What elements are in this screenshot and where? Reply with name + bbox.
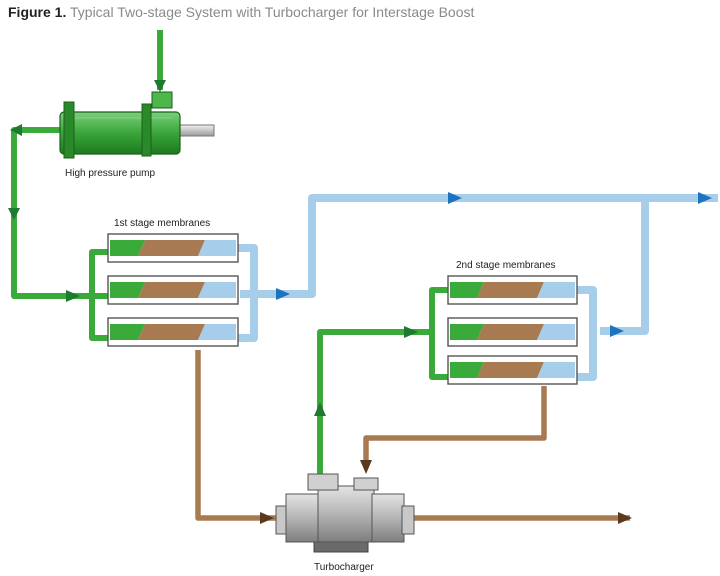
- arrow-feed-left: [10, 124, 22, 136]
- pump-label: High pressure pump: [65, 168, 155, 179]
- membrane-vessel: [447, 355, 578, 385]
- membrane-vessel: [107, 275, 239, 305]
- flow-arrows: [8, 80, 712, 524]
- arrow-feed-down: [8, 208, 20, 220]
- arrow-brine-outlet: [618, 512, 632, 524]
- arrow-feed-stage1: [66, 290, 80, 302]
- pump-flange-right: [141, 103, 152, 157]
- membrane-vessel: [447, 275, 578, 305]
- pump-inlet: [151, 91, 173, 109]
- arrow-permeate-stage1: [276, 288, 290, 300]
- figure-title-text: Typical Two-stage System with Turbocharg…: [70, 4, 475, 20]
- turbo-center-housing: [317, 485, 375, 543]
- high-pressure-pump: [59, 91, 215, 159]
- arrow-feed-stage2: [404, 326, 418, 338]
- figure-number: Figure 1.: [8, 4, 67, 20]
- arrow-brine-turbo: [260, 512, 274, 524]
- figure-title: Figure 1. Typical Two-stage System with …: [8, 4, 474, 20]
- pump-flange-left: [63, 101, 75, 159]
- turbo-right-housing: [371, 493, 405, 543]
- membrane-vessel: [107, 317, 239, 347]
- arrow-feed-inlet: [154, 80, 166, 92]
- arrow-permeate-stage2: [610, 325, 624, 337]
- turbocharger-label: Turbocharger: [314, 562, 374, 573]
- brine-pipes: [195, 350, 630, 521]
- arrow-permeate-outlet: [698, 192, 712, 204]
- pump-shaft: [177, 124, 215, 137]
- arrow-brine-down: [360, 460, 372, 474]
- stage2-membranes: [447, 275, 578, 385]
- stage1-label: 1st stage membranes: [114, 218, 210, 229]
- turbo-left-housing: [285, 493, 321, 543]
- membrane-vessel: [107, 233, 239, 263]
- turbo-port-feed: [307, 473, 339, 491]
- membrane-vessel: [447, 317, 578, 347]
- turbo-port-brine: [353, 477, 379, 491]
- turbo-flange-right: [401, 505, 415, 535]
- arrow-permeate-top: [448, 192, 462, 204]
- arrow-feed-up: [314, 402, 326, 416]
- turbocharger: [275, 473, 415, 553]
- stage1-membranes: [107, 233, 239, 347]
- stage2-label: 2nd stage membranes: [456, 260, 556, 271]
